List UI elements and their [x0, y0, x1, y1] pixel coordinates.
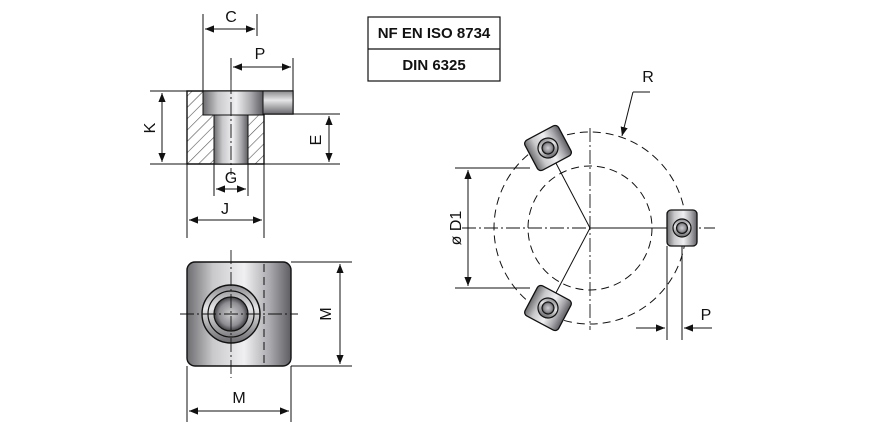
label-r: R — [642, 69, 654, 86]
standards-box: NF EN ISO 8734 DIN 6325 — [367, 16, 501, 82]
dimension-k: K — [142, 90, 187, 165]
dimension-d1: ø D1 — [448, 167, 530, 289]
label-m-horizontal: M — [232, 390, 245, 407]
label-p-top: P — [255, 46, 266, 63]
label-g: G — [225, 170, 237, 187]
label-p-right: P — [701, 307, 712, 324]
standard-nf-en-iso: NF EN ISO 8734 — [378, 25, 491, 42]
clamp-block-right — [666, 209, 698, 247]
clamp-block-lower — [524, 284, 572, 332]
dimension-m-vertical: M — [291, 261, 352, 367]
label-j: J — [221, 201, 229, 218]
dimension-p-top: P — [230, 46, 294, 91]
label-m-vertical: M — [318, 307, 335, 320]
dimension-e: E — [264, 113, 340, 165]
top-view — [180, 250, 298, 378]
label-k: K — [142, 122, 159, 133]
label-e: E — [308, 135, 325, 146]
dimension-j: J — [186, 164, 265, 238]
dimension-r: R — [620, 69, 654, 137]
label-d1: ø D1 — [448, 211, 465, 246]
label-c: C — [225, 9, 237, 26]
standard-din: DIN 6325 — [402, 57, 465, 74]
dimension-m-horizontal: M — [186, 366, 292, 422]
section-view — [186, 80, 294, 175]
dimension-c: C — [202, 9, 258, 91]
clamp-block-upper — [524, 124, 572, 172]
dimension-g: G — [213, 164, 249, 196]
dimension-p-right: P — [636, 246, 712, 340]
